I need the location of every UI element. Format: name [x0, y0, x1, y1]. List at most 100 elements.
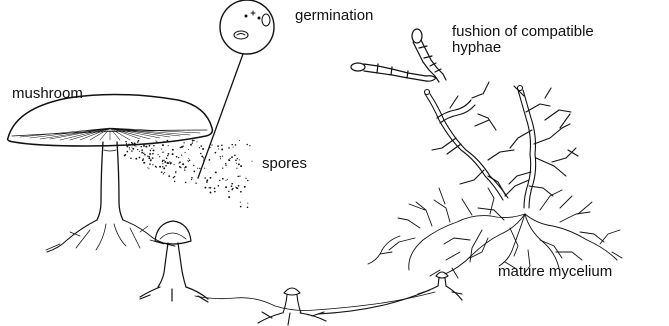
spore-dot — [240, 191, 242, 193]
spore-dot — [149, 163, 151, 165]
spore-dot — [231, 185, 233, 187]
spore-dot — [152, 153, 154, 155]
spore-dot — [225, 163, 226, 164]
spore-dot — [252, 161, 253, 162]
spore-dot — [155, 140, 156, 141]
spore-dot — [158, 154, 159, 155]
spore-dot — [209, 147, 210, 148]
spore-dot — [184, 167, 185, 168]
spore-dot — [206, 179, 208, 181]
spore-dot — [163, 141, 164, 142]
fusion-label-line2: hyphae — [452, 40, 501, 56]
spore-dot — [221, 149, 223, 151]
spore-dot — [197, 168, 198, 169]
spore-dot — [194, 140, 195, 141]
spore-dot — [238, 163, 240, 165]
spore-dot — [247, 207, 249, 209]
spore-dot — [159, 156, 160, 157]
spore-dot — [181, 154, 182, 155]
spore-dot — [236, 163, 237, 164]
spore-dot — [137, 149, 138, 150]
spore-dot — [218, 185, 220, 187]
spore-dot — [131, 147, 132, 148]
spore-dot — [145, 146, 147, 148]
spore-dot — [153, 145, 154, 146]
spore-dot — [184, 169, 185, 170]
spore-dot — [179, 161, 181, 163]
spore-dot — [228, 147, 230, 149]
spore-dot — [139, 151, 140, 152]
spore-dot — [245, 178, 246, 179]
spore-dot — [195, 182, 196, 183]
branching-hyphae — [425, 82, 579, 208]
spore-dot — [222, 178, 224, 180]
spore-dot — [135, 158, 137, 160]
spore-dot — [143, 158, 145, 160]
spore-dot — [174, 164, 175, 165]
spore-dot — [162, 144, 164, 146]
mature-mushroom — [8, 94, 213, 252]
spore-dot — [249, 145, 250, 146]
spore-dot — [235, 144, 237, 146]
spore-dot — [240, 206, 242, 208]
spore-dot — [139, 157, 141, 159]
spore-dot — [161, 149, 162, 150]
spores-label: spores — [262, 156, 307, 172]
spore-dot — [161, 171, 163, 173]
spore-dot — [246, 144, 248, 146]
spore-dot — [182, 163, 184, 165]
spore-dot — [168, 145, 169, 146]
spore-dot — [193, 165, 194, 166]
spore-dot — [225, 186, 227, 188]
spore-dot — [135, 143, 136, 144]
spore-dot — [244, 186, 246, 188]
spore-dot — [162, 160, 163, 161]
spore-dot — [167, 140, 169, 142]
spore-dot — [235, 160, 237, 162]
spore-dot — [170, 162, 172, 164]
spore-dot — [167, 153, 169, 155]
spore-dot — [161, 142, 162, 143]
spore-dot — [162, 166, 163, 167]
spore-dot — [126, 151, 128, 153]
spore-dot — [220, 158, 221, 159]
spore-dot — [203, 160, 204, 161]
spore-dot — [199, 147, 200, 148]
spore-dot — [215, 152, 217, 154]
spore-dot — [247, 203, 248, 204]
spore-dot — [156, 141, 157, 142]
spore-dot — [239, 159, 240, 160]
spore-dot — [190, 144, 192, 146]
spore-cloud — [124, 140, 253, 208]
spore-dot — [188, 149, 189, 150]
spore-dot — [238, 185, 240, 187]
germination-circle — [220, 0, 274, 54]
spore-dot — [165, 165, 167, 167]
spore-dot — [148, 156, 150, 158]
fusion-label-line1: fushion of compatible — [452, 24, 594, 40]
spore-dot — [150, 160, 152, 162]
spore-dot — [156, 167, 157, 168]
spore-dot — [172, 149, 174, 151]
germination-label: germination — [295, 8, 373, 24]
spore-dot — [124, 155, 126, 157]
spore-dot — [150, 150, 151, 151]
spore-dot — [222, 155, 223, 156]
spore-dot — [204, 168, 205, 169]
spore-dot — [172, 153, 174, 155]
spore-dot — [239, 140, 240, 141]
spore-dot — [188, 161, 189, 162]
spore-dot — [234, 155, 236, 157]
spore-dot — [185, 152, 186, 153]
button-stage-mushroom — [258, 288, 326, 325]
spore-dot — [128, 143, 130, 145]
spore-dot — [219, 180, 220, 181]
spore-dot — [163, 173, 164, 174]
spore-dot — [200, 153, 202, 155]
spore-dot — [228, 159, 230, 161]
spore-dot — [141, 144, 142, 145]
spore-dot — [168, 175, 170, 177]
spore-dot — [178, 157, 179, 158]
spore-dot — [162, 151, 163, 152]
spore-dot — [201, 155, 203, 157]
